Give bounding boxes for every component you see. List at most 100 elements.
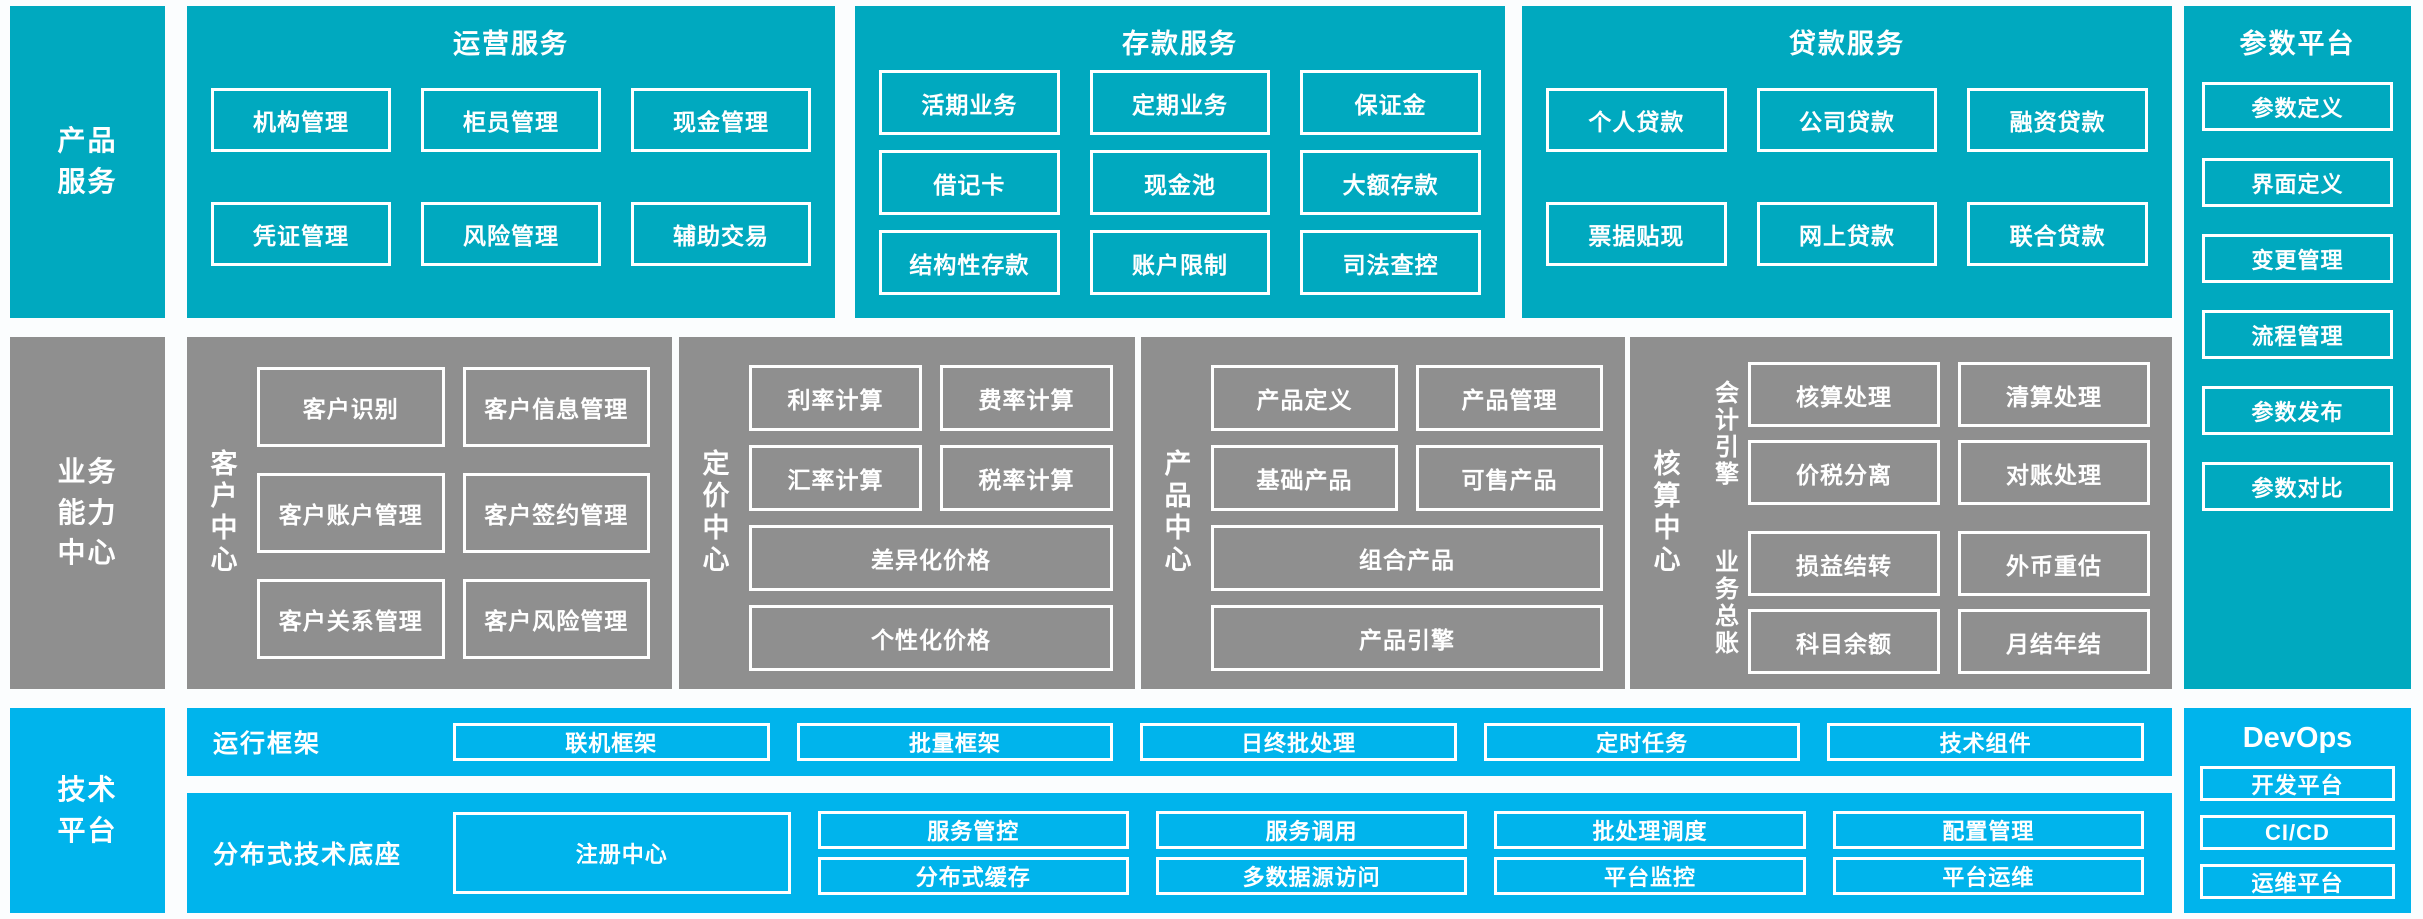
panel-deposit-service: 存款服务 活期业务 定期业务 保证金 借记卡 现金池 大额存款 结构性存款 账户… [855,6,1505,318]
module-box: 网上贷款 [1756,202,1938,266]
module-box: 活期业务 [879,70,1060,135]
group-vertical-label: 业务总账 [1710,548,1738,657]
module-box: 服务管控 [817,811,1129,849]
module-box: 借记卡 [879,150,1060,215]
bar-runtime-framework: 运行框架 联机框架 批量框架 日终批处理 定时任务 技术组件 [187,708,2172,776]
bar-label: 分布式技术底座 [213,841,403,869]
module-box: 参数定义 [2202,82,2393,131]
module-list: 参数定义 界面定义 变更管理 流程管理 参数发布 参数对比 [2202,82,2393,511]
module-box: 外币重估 [1958,531,2150,596]
module-box: 科目余额 [1748,609,1940,674]
module-box: 风险管理 [421,202,601,266]
module-box: 费率计算 [940,365,1113,431]
module-box: 服务调用 [1155,811,1468,849]
module-box: 客户风险管理 [462,579,650,659]
bar-distributed-tech-base: 分布式技术底座 注册中心 服务管控 服务调用 批处理调度 配置管理 分布式缓存 … [187,793,2172,913]
panel-vertical-label: 客户中心 [206,449,237,577]
module-box: 个人贷款 [1546,88,1727,152]
panel-parameter-platform: 参数平台 参数定义 界面定义 变更管理 流程管理 参数发布 参数对比 [2184,6,2411,689]
module-grid: 活期业务 定期业务 保证金 借记卡 现金池 大额存款 结构性存款 账户限制 司法… [855,70,1505,295]
module-box: 定期业务 [1089,70,1271,135]
module-box: 可售产品 [1416,445,1603,511]
module-box: CI/CD [2200,815,2395,850]
panel-vertical-label: 定价中心 [698,449,729,577]
module-list: 开发平台 CI/CD 运维平台 [2200,766,2395,899]
module-grid: 客户识别 客户信息管理 客户账户管理 客户签约管理 客户关系管理 客户风险管理 [257,367,672,689]
panel-title: DevOps [2242,722,2353,754]
module-grid: 个人贷款 公司贷款 融资贷款 票据贴现 网上贷款 联合贷款 [1522,88,2172,266]
module-grid: 服务管控 服务调用 批处理调度 配置管理 分布式缓存 多数据源访问 平台监控 平… [817,811,2144,895]
business-ledger-group: 业务总账 损益结转 外币重估 科目余额 月结年结 [1700,531,2150,674]
module-box: 分布式缓存 [817,857,1129,895]
module-box: 价税分离 [1748,440,1940,505]
module-box: 平台监控 [1494,857,1806,895]
panel-title: 存款服务 [1122,29,1238,59]
module-box: 利率计算 [749,365,922,431]
module-box: 联机框架 [453,723,770,761]
rail-business-capability-center: 业务 能力 中心 [10,337,165,689]
module-box: 现金池 [1089,150,1271,215]
module-box: 技术组件 [1827,723,2144,761]
group-vertical-label: 会计引擎 [1710,379,1738,488]
module-box: 客户签约管理 [462,473,650,553]
panel-operations-service: 运营服务 机构管理 柜员管理 现金管理 凭证管理 风险管理 辅助交易 [187,6,835,318]
accounting-engine-group: 会计引擎 核算处理 清算处理 价税分离 对账处理 [1700,362,2150,505]
module-box: 账户限制 [1089,230,1271,295]
module-box: 现金管理 [631,88,811,152]
module-box: 公司贷款 [1756,88,1938,152]
bar-label: 运行框架 [213,730,322,758]
module-box: 保证金 [1300,70,1481,135]
rail-product-services: 产品 服务 [10,6,165,318]
module-box: 多数据源访问 [1155,857,1468,895]
module-box: 定时任务 [1483,723,1801,761]
module-box: 批量框架 [796,723,1114,761]
accounting-groups: 会计引擎 核算处理 清算处理 价税分离 对账处理 业务总账 损益结转 外币重估 … [1700,362,2172,689]
module-box: 大额存款 [1300,150,1481,215]
module-box: 开发平台 [2200,766,2395,801]
module-box: 平台运维 [1832,857,2144,895]
panel-product-center: 产品中心 产品定义 产品管理 基础产品 可售产品 组合产品 产品引擎 [1141,337,1625,689]
module-box: 产品引擎 [1211,605,1603,671]
module-box: 界面定义 [2202,158,2393,207]
module-box: 辅助交易 [631,202,811,266]
panel-devops: DevOps 开发平台 CI/CD 运维平台 [2184,708,2411,913]
panel-vertical-label: 核算中心 [1649,449,1680,577]
module-box: 司法查控 [1300,230,1481,295]
panel-accounting-center: 核算中心 会计引擎 核算处理 清算处理 价税分离 对账处理 业务总账 损益结转 … [1630,337,2172,689]
module-box: 组合产品 [1211,525,1603,591]
module-box: 损益结转 [1748,531,1940,596]
module-box: 结构性存款 [879,230,1060,295]
module-grid: 机构管理 柜员管理 现金管理 凭证管理 风险管理 辅助交易 [187,88,835,266]
module-box: 个性化价格 [749,605,1113,671]
module-box: 参数发布 [2202,386,2393,435]
panel-loan-service: 贷款服务 个人贷款 公司贷款 融资贷款 票据贴现 网上贷款 联合贷款 [1522,6,2172,318]
module-box: 对账处理 [1958,440,2150,505]
module-box: 凭证管理 [211,202,391,266]
module-box: 变更管理 [2202,234,2393,283]
panel-title: 贷款服务 [1789,29,1905,59]
panel-title: 参数平台 [2239,29,2356,59]
module-grid: 核算处理 清算处理 价税分离 对账处理 [1748,362,2150,505]
module-grid: 产品定义 产品管理 基础产品 可售产品 组合产品 产品引擎 [1211,365,1625,689]
module-box: 配置管理 [1832,811,2144,849]
module-grid: 损益结转 外币重估 科目余额 月结年结 [1748,531,2150,674]
module-box: 客户信息管理 [462,367,650,447]
module-box: 差异化价格 [749,525,1113,591]
rail-tech-platform: 技术 平台 [10,708,165,913]
module-box: 流程管理 [2202,310,2393,359]
panel-pricing-center: 定价中心 利率计算 费率计算 汇率计算 税率计算 差异化价格 个性化价格 [679,337,1135,689]
module-box: 机构管理 [211,88,391,152]
module-box: 批处理调度 [1494,811,1806,849]
module-box: 柜员管理 [421,88,601,152]
panel-vertical-label: 产品中心 [1160,449,1191,577]
module-box: 产品管理 [1416,365,1603,431]
panel-title: 运营服务 [453,29,569,59]
module-box: 月结年结 [1958,609,2150,674]
module-grid: 利率计算 费率计算 汇率计算 税率计算 差异化价格 个性化价格 [749,365,1135,689]
module-box: 产品定义 [1211,365,1398,431]
module-box: 清算处理 [1958,362,2150,427]
module-row: 注册中心 服务管控 服务调用 批处理调度 配置管理 分布式缓存 多数据源访问 平… [453,811,2144,895]
module-box: 参数对比 [2202,462,2393,511]
module-row: 联机框架 批量框架 日终批处理 定时任务 技术组件 [453,723,2144,761]
